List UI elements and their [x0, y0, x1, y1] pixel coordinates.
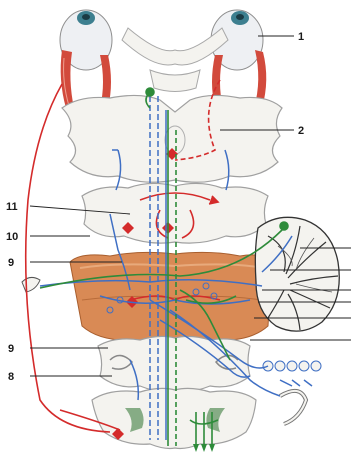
label-10: 10	[6, 231, 18, 243]
label-1: 1	[298, 31, 304, 43]
green-arrowheads	[193, 444, 215, 452]
label-11: 11	[6, 201, 18, 213]
label-8: 8	[8, 371, 14, 383]
midbrain-section	[62, 95, 282, 182]
cerebellum	[255, 217, 339, 331]
lower-medulla-section	[92, 388, 256, 448]
label-9-lower: 9	[8, 343, 14, 355]
label-2: 2	[298, 125, 304, 137]
label-9-upper: 9	[8, 257, 14, 269]
motor-nuclei-row	[263, 361, 321, 371]
upper-medulla-section	[98, 336, 250, 391]
